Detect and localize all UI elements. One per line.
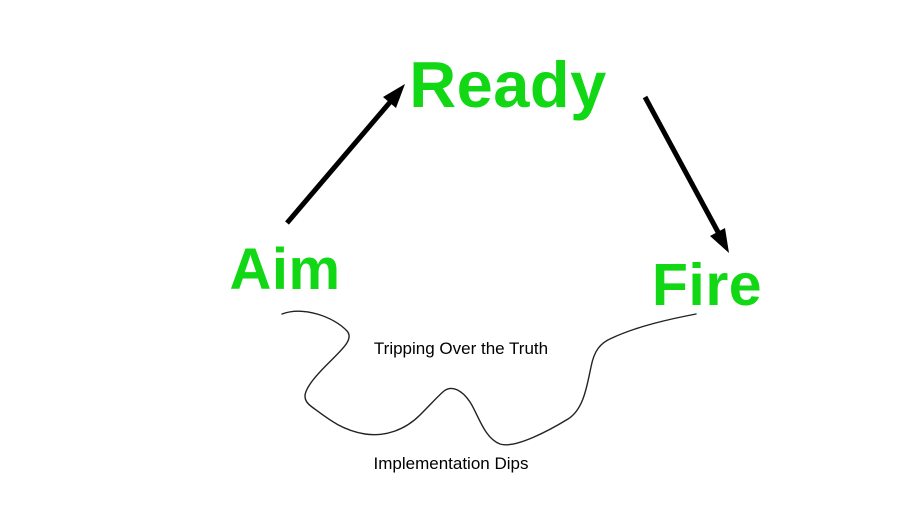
arrow-aim-to-ready	[285, 84, 405, 225]
arrow-ready-to-fire-shaft	[642, 95, 721, 234]
arrow-ready-to-fire-head-icon	[710, 228, 729, 253]
arrow-aim-to-ready-head-icon	[383, 84, 405, 108]
arrow-aim-to-ready-shaft	[285, 99, 393, 225]
annotation-tripping-over-the-truth: Tripping Over the Truth	[373, 339, 549, 358]
stage-label-fire: Fire	[651, 252, 763, 318]
annotation-implementation-dips: Implementation Dips	[373, 454, 529, 473]
arrow-ready-to-fire	[642, 95, 729, 253]
squiggle-path-aim-to-fire	[281, 310, 697, 446]
stage-label-ready: Ready	[409, 48, 607, 121]
stage-label-aim: Aim	[229, 237, 341, 302]
